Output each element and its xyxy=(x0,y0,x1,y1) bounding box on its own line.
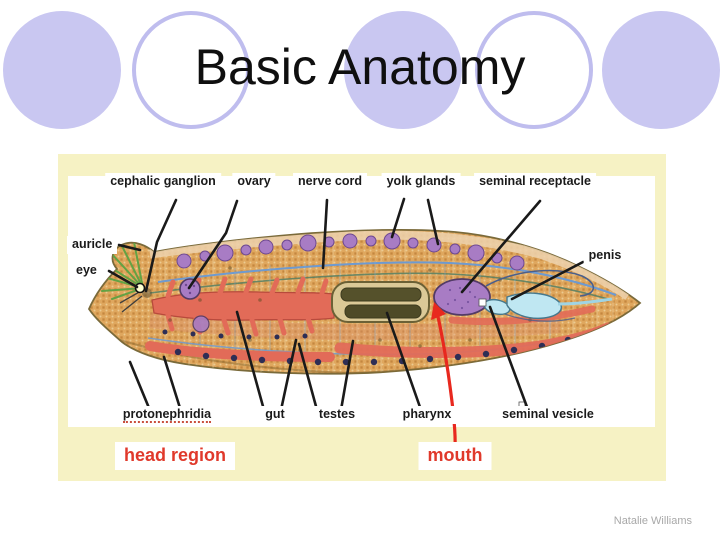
label-gut: gut xyxy=(260,406,290,424)
planarian-illustration xyxy=(87,197,642,451)
protonephridia-text: protonephridia xyxy=(122,407,212,423)
label-nerve-cord: nerve cord xyxy=(293,173,367,191)
label-protonephridia: protonephridia xyxy=(117,406,217,424)
worm-interior xyxy=(99,230,631,374)
decorative-circle-3 xyxy=(344,11,462,129)
label-seminal-receptacle: seminal receptacle xyxy=(474,173,596,191)
vesicle-marker-square xyxy=(478,298,487,307)
label-pharynx: pharynx xyxy=(397,406,457,424)
label-ovary: ovary xyxy=(232,173,276,191)
gut-shapes xyxy=(145,276,614,362)
label-mouth: mouth xyxy=(418,442,492,470)
head-structures xyxy=(99,241,152,313)
seminal-receptacle-shape xyxy=(433,269,595,322)
anatomy-figure: cephalic ganglion ovary nerve cord yolk … xyxy=(58,154,666,481)
decorative-circle-5 xyxy=(602,11,720,129)
label-seminal-vesicle: seminal vesicle xyxy=(497,406,599,424)
attribution: Natalie Williams xyxy=(613,515,692,527)
slide-title: Basic Anatomy xyxy=(194,39,526,95)
decorative-circle-1 xyxy=(3,11,121,129)
decorative-circle-2 xyxy=(132,11,250,129)
label-testes: testes xyxy=(313,406,361,424)
pharynx-shape xyxy=(331,281,430,323)
mouth-arrow xyxy=(431,302,457,451)
leader-lines xyxy=(107,197,585,412)
label-head-region: head region xyxy=(115,442,236,470)
yolk-glands-shapes xyxy=(176,232,525,271)
label-auricle: auricle xyxy=(67,236,118,254)
label-yolk-glands: yolk glands xyxy=(381,173,461,191)
eye-shape xyxy=(134,282,146,294)
ovary-shape xyxy=(179,278,210,333)
decorative-circle-4 xyxy=(475,11,593,129)
label-cephalic-ganglion: cephalic ganglion xyxy=(105,173,221,191)
label-eye: eye xyxy=(71,262,102,280)
label-penis: penis xyxy=(583,247,627,265)
